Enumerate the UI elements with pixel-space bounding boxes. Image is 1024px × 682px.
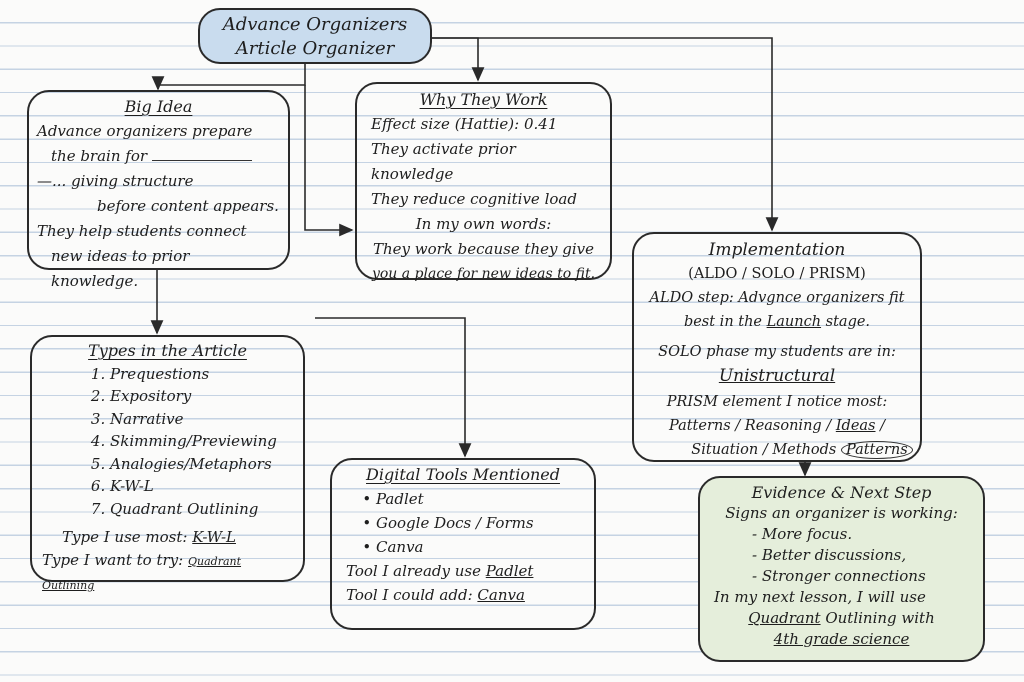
type-most-used: K-W-L [192, 528, 236, 546]
arrow-title-to-why [432, 37, 485, 82]
evidence-text: In my next lesson, I will use [714, 588, 926, 606]
list-item: Analogies/Metaphors [110, 453, 295, 476]
why-text: They reduce cognitive load [371, 190, 577, 208]
big-idea-text: They help students connect [37, 222, 247, 240]
impl-text: best in the [683, 314, 763, 330]
digital-tools-box: Digital Tools Mentioned Padlet Google Do… [330, 458, 596, 630]
implementation-box: Implementation (ALDO / SOLO / PRISM) ALD… [632, 232, 922, 462]
implementation-subheading: (ALDO / SOLO / PRISM) [688, 266, 866, 282]
why-text: They work because they give [372, 240, 595, 258]
tools-heading: Digital Tools Mentioned [366, 465, 560, 484]
big-idea-text: Advance organizers prepare [37, 122, 253, 140]
blank-line [151, 146, 252, 161]
impl-text: stage. [825, 314, 871, 330]
types-box: Types in the Article Prequestions Exposi… [30, 335, 305, 592]
solo-answer: Unistructural [718, 366, 836, 386]
types-list: Prequestions Expository Narrative Skimmi… [40, 363, 295, 521]
impl-text: PRISM element I notice most: [666, 394, 888, 410]
why-heading: Why They Work [419, 90, 548, 109]
list-item: Skimming/Previewing [110, 430, 295, 453]
arrow-to-digital-tools [315, 317, 472, 458]
impl-text: Situation / Methods [691, 442, 837, 458]
list-item: Canva [376, 535, 580, 559]
list-item: Padlet [376, 487, 580, 511]
why-text: In my own words: [415, 215, 552, 233]
big-idea-box: Big Idea Advance organizers prepare the … [27, 90, 290, 290]
evidence-heading: Evidence & Next Step [751, 483, 932, 502]
aldo-answer: Launch [766, 314, 822, 330]
evidence-box: Evidence & Next Step Signs an organizer … [698, 476, 985, 662]
list-item: K-W-L [110, 475, 295, 498]
tool-to-add: Canva [477, 586, 525, 604]
tools-label: Tool I could add: [346, 586, 473, 604]
list-item: Google Docs / Forms [376, 511, 580, 535]
tools-list: Padlet Google Docs / Forms Canva [346, 487, 580, 559]
next-context: 4th grade science [773, 630, 910, 648]
tool-used: Padlet [485, 562, 534, 580]
big-idea-text: new ideas to prior knowledge. [51, 247, 190, 290]
evidence-text: Outlining with [820, 609, 935, 627]
why-box: Why They Work Effect size (Hattie): 0.41… [355, 82, 612, 282]
list-item: Quadrant Outlining [110, 498, 295, 521]
impl-text: Ideas [835, 418, 876, 434]
list-item: Expository [110, 385, 295, 408]
effect-size: Effect size (Hattie): 0.41 [371, 115, 558, 133]
list-item: Prequestions [110, 363, 295, 386]
title-line-2: Article Organizer [235, 38, 395, 59]
why-text: They activate prior knowledge [371, 140, 516, 183]
big-idea-text: before content appears. [97, 197, 279, 215]
evidence-sign: - More focus. [752, 525, 853, 543]
evidence-sign: - Better discussions, [752, 546, 907, 564]
types-label: Type I want to try: [42, 550, 184, 569]
big-idea-text: the brain for [51, 147, 148, 165]
implementation-heading: Implementation [708, 240, 846, 260]
title-box: Advance Organizers Article Organizer [198, 8, 432, 64]
impl-text: ALDO step: Advgnce organizers fit [649, 290, 905, 306]
arrow-to-why-side [304, 85, 354, 237]
prism-answer-circled: Patterns [840, 441, 913, 459]
types-heading: Types in the Article [88, 341, 247, 360]
evidence-text: Signs an organizer is working: [725, 504, 958, 522]
next-type: Quadrant [748, 609, 821, 627]
type-to-try: Quadrant Outlining [42, 554, 242, 593]
big-idea-text: —... giving structure [37, 172, 194, 190]
list-item: Narrative [110, 408, 295, 431]
why-text: you a place for new ideas to fit. [371, 266, 596, 282]
impl-text: Patterns / Reasoning / [668, 418, 836, 434]
evidence-sign: - Stronger connections [752, 567, 926, 585]
title-line-1: Advance Organizers [222, 14, 408, 35]
types-label: Type I use most: [62, 528, 188, 546]
arrow-title-to-big-idea [151, 64, 306, 91]
big-idea-heading: Big Idea [124, 97, 193, 116]
impl-text: / [875, 418, 885, 434]
impl-text: SOLO phase my students are in: [658, 344, 896, 360]
tools-label: Tool I already use [346, 562, 481, 580]
